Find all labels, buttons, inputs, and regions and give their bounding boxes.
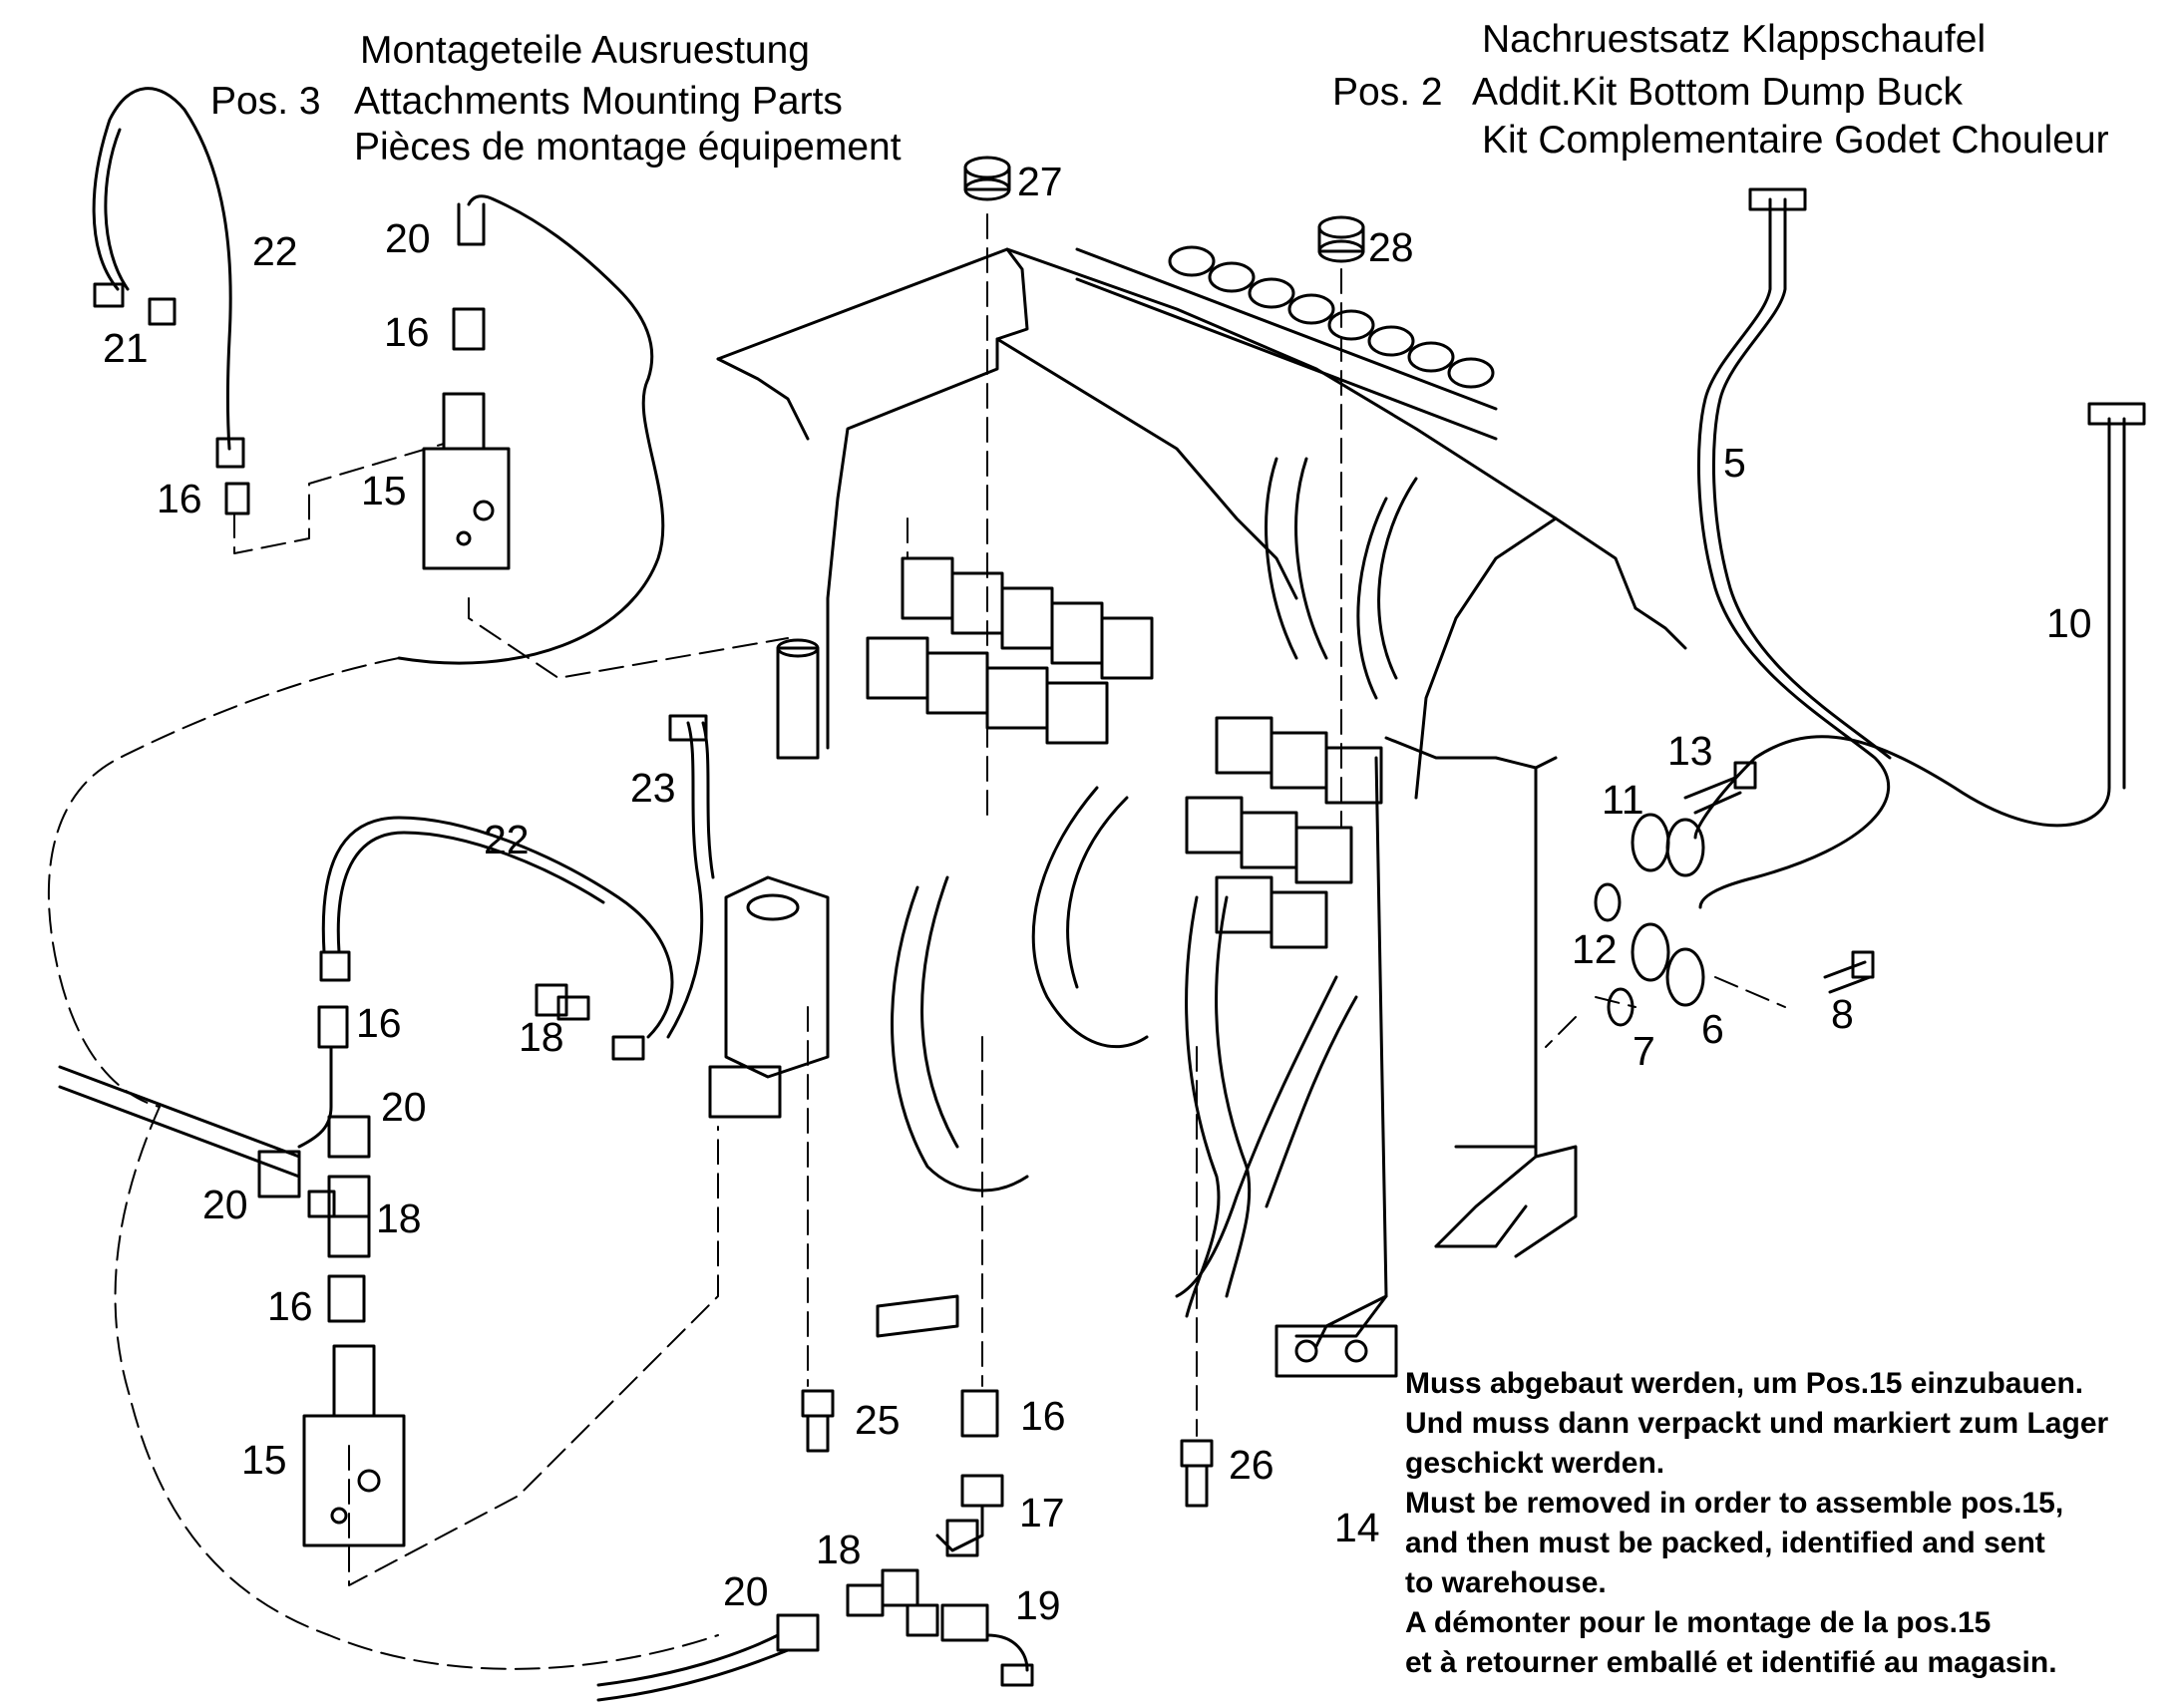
- callout-12: 12: [1572, 926, 1618, 972]
- right-title-line-2: Addit.Kit Bottom Dump Buck: [1472, 71, 1964, 114]
- accessory-block: [708, 638, 830, 1119]
- screw-25: [801, 1389, 835, 1453]
- callout-25: 25: [855, 1397, 901, 1443]
- callout-19: 19: [1015, 1582, 1061, 1628]
- screw-26: [1180, 1439, 1214, 1508]
- internal-hoses: [891, 457, 1418, 1318]
- nipple-16-lower: [317, 1005, 349, 1049]
- note-14-line-8: et à retourner emballé et identifié au m…: [1405, 1646, 2057, 1679]
- callout-20-bottom: 20: [723, 1568, 769, 1614]
- callout-15-upper: 15: [361, 468, 407, 513]
- callout-18-lower: 18: [376, 1196, 422, 1241]
- left-pos-label: Pos. 3: [210, 80, 321, 123]
- hose-20-lower: [58, 1045, 371, 1198]
- callout-22-upper: 22: [252, 228, 298, 274]
- right-pos-label: Pos. 2: [1332, 71, 1443, 114]
- right-title-line-1: Nachruestsatz Klappschaufel: [1482, 18, 1987, 61]
- callout-10: 10: [2046, 600, 2092, 646]
- valve-15-lower: [302, 1344, 406, 1547]
- callout-20-mid: 20: [381, 1084, 427, 1130]
- hose-22-lower: [319, 816, 674, 1039]
- callout-16-upper: 16: [384, 309, 430, 355]
- callout-7: 7: [1633, 1028, 1655, 1074]
- callout-8: 8: [1831, 991, 1854, 1037]
- nipple-16-upper: [452, 307, 486, 351]
- note-14-line-1: Muss abgebaut werden, um Pos.15 einzubau…: [1405, 1367, 2084, 1400]
- elbow-19: [940, 1603, 1034, 1687]
- callout-14: 14: [1334, 1505, 1380, 1550]
- callout-18-bottom: 18: [816, 1527, 862, 1572]
- valve-15-upper: [422, 392, 511, 570]
- note-14-line-2: Und muss dann verpackt und markiert zum …: [1405, 1407, 2109, 1440]
- note-14-line-7: A démonter pour le montage de la pos.15: [1405, 1606, 1992, 1639]
- pipe-5: [1696, 187, 1892, 909]
- callout-16-left: 16: [157, 476, 202, 521]
- left-title-line-3: Pièces de montage équipement: [354, 126, 902, 169]
- callout-15-lower: 15: [241, 1437, 287, 1483]
- mounting-bracket: [876, 1294, 1398, 1378]
- nipple-16-left: [224, 482, 250, 515]
- callout-5: 5: [1723, 440, 1746, 486]
- callout-26: 26: [1229, 1442, 1274, 1488]
- elbow-17: [935, 1474, 1004, 1557]
- leader-lines: [47, 213, 1786, 1670]
- note-14-line-4: Must be removed in order to assemble pos…: [1405, 1487, 2064, 1520]
- note-14-line-3: geschickt werden.: [1405, 1447, 1665, 1480]
- tee-18-mid: [535, 983, 645, 1061]
- nipple-16-center: [960, 1389, 999, 1438]
- tee-18-bottom: [846, 1568, 939, 1637]
- plug-27: [963, 156, 1011, 201]
- callout-21: 21: [103, 325, 149, 371]
- callout-16-lower: 16: [267, 1283, 313, 1329]
- callout-22-lower: 22: [484, 817, 530, 862]
- callout-6: 6: [1701, 1006, 1724, 1052]
- note-14-line-5: and then must be packed, identified and …: [1405, 1527, 2045, 1559]
- pipe-10: [1693, 402, 2146, 840]
- plug-28: [1317, 215, 1365, 263]
- callout-28: 28: [1368, 224, 1414, 270]
- hose-20-bottom: [596, 1613, 820, 1702]
- solenoid-valves: [866, 556, 1383, 949]
- callout-20-upper: 20: [385, 215, 431, 261]
- fitting-21: [93, 282, 177, 326]
- tee-18-lower: [307, 1175, 371, 1258]
- callout-13: 13: [1667, 728, 1713, 774]
- left-title-line-1: Montageteile Ausruestung: [360, 29, 810, 72]
- left-title-line-2: Attachments Mounting Parts: [354, 80, 843, 123]
- nipple-16-bottom: [327, 1274, 366, 1323]
- callout-16-mid: 16: [356, 1000, 402, 1046]
- flange-halves: [1594, 761, 1875, 1027]
- callout-27: 27: [1017, 159, 1063, 204]
- callout-23: 23: [630, 765, 676, 811]
- hose-23: [666, 714, 715, 1039]
- callout-20-left: 20: [202, 1182, 248, 1227]
- hose-20-upper: [397, 194, 665, 665]
- callout-16-center: 16: [1020, 1393, 1066, 1439]
- right-title-line-3: Kit Complementaire Godet Chouleur: [1482, 119, 2109, 162]
- hose-22-upper: [92, 87, 245, 469]
- note-14-line-6: to warehouse.: [1405, 1566, 1607, 1599]
- callout-17: 17: [1019, 1490, 1065, 1536]
- flange-rail: [1075, 245, 1498, 441]
- callout-18-mid: 18: [519, 1014, 564, 1060]
- callout-11: 11: [1602, 777, 1644, 823]
